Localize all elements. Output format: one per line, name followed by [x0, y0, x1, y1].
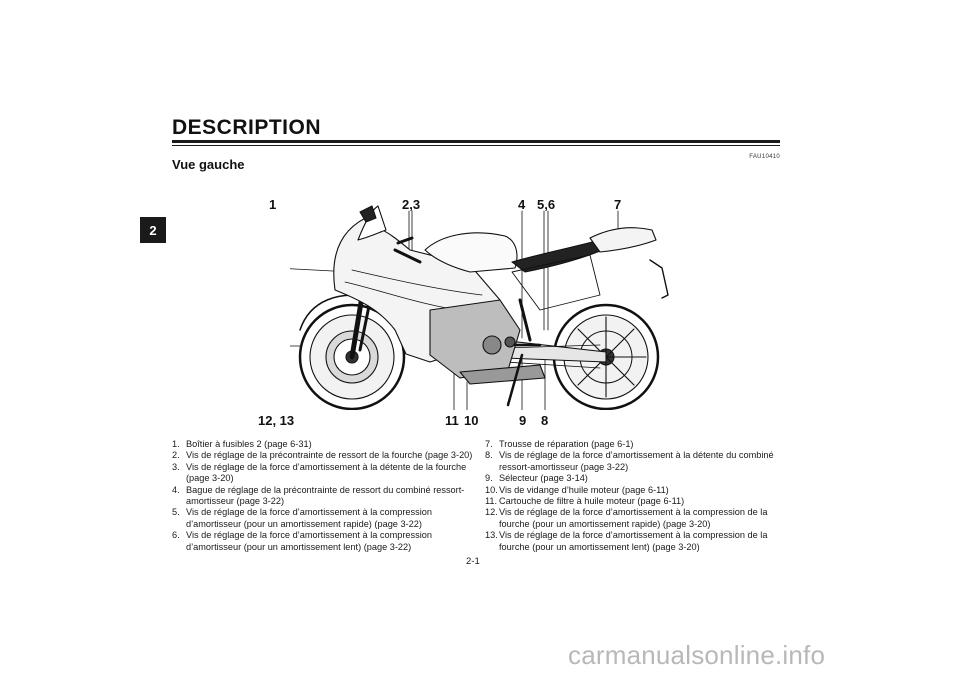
callout-2-3: 2,3 [402, 197, 421, 212]
callout-1: 1 [269, 197, 277, 212]
list-item: 13.Vis de réglage de la force d’amortiss… [485, 530, 768, 552]
list-item: 2.Vis de réglage de la précontrainte de … [172, 450, 473, 461]
callout-11: 11 [445, 413, 459, 428]
fuel-tank [424, 232, 518, 273]
callout-4: 4 [518, 197, 526, 212]
list-item: 12.Vis de réglage de la force d’amortiss… [485, 507, 768, 529]
engine-cover [482, 335, 502, 355]
parts-list-left: 1.Boîtier à fusibles 2 (page 6-31) 2.Vis… [172, 439, 474, 553]
section-title: Vue gauche [172, 157, 245, 172]
mirror [359, 205, 377, 223]
windscreen [357, 205, 387, 241]
list-item: 11.Cartouche de filtre à huile moteur (p… [485, 496, 685, 507]
callout-5-6: 5,6 [537, 197, 556, 212]
title-rule-thin [172, 145, 780, 146]
list-item: 6.Vis de réglage de la force d’amortisse… [172, 530, 432, 552]
exhaust [459, 364, 546, 385]
list-item: 7.Trousse de réparation (page 6-1) [485, 439, 634, 449]
motorcycle-illustration [290, 205, 669, 410]
list-item: 4.Bague de réglage de la précontrainte d… [172, 484, 465, 507]
tail-section [589, 227, 657, 253]
title-rule-thick [172, 140, 780, 143]
callout-10: 10 [464, 413, 479, 428]
list-item: 9.Sélecteur (page 3-14) [485, 473, 588, 484]
subframe [511, 254, 601, 311]
handlebar [393, 236, 422, 264]
list-item: 3.Vis de réglage de la force d’amortisse… [172, 461, 467, 484]
watermark: carmanualsonline.info [568, 640, 826, 670]
reference-code: FAU10410 [749, 154, 780, 160]
list-item: 1.Boîtier à fusibles 2 (page 6-31) [172, 439, 312, 449]
callout-9: 9 [519, 413, 527, 428]
parts-list-right: 7.Trousse de réparation (page 6-1) 8.Vis… [485, 439, 780, 553]
list-item: 5.Vis de réglage de la force d’amortisse… [172, 507, 432, 529]
list-item: 8.Vis de réglage de la force d’amortisse… [485, 450, 774, 472]
callout-7: 7 [614, 197, 622, 212]
chapter-tab: 2 [140, 217, 166, 243]
side-stand [506, 353, 524, 407]
callout-8: 8 [541, 413, 549, 428]
license-bracket [649, 259, 669, 299]
page-number: 2-1 [466, 556, 480, 567]
rear-shock [518, 298, 532, 342]
list-item: 10.Vis de vidange d’huile moteur (page 6… [485, 484, 669, 495]
page-title: DESCRIPTION [172, 116, 322, 139]
callout-12-13: 12, 13 [258, 413, 295, 428]
